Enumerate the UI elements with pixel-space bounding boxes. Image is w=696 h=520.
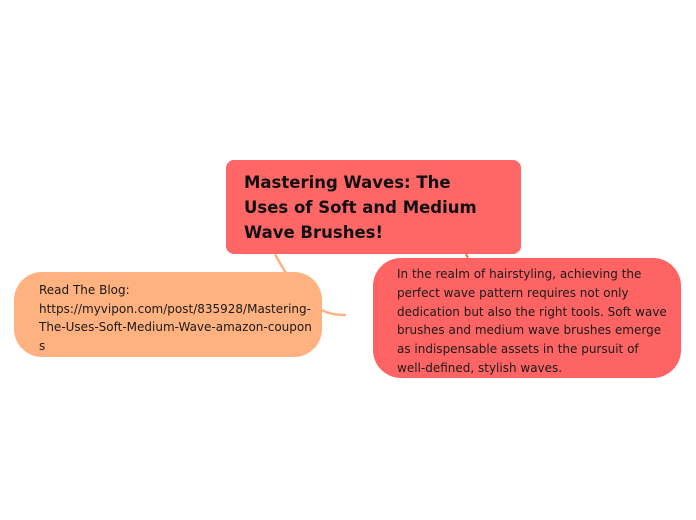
description-node[interactable]: In the realm of hairstyling, achieving t… xyxy=(373,258,681,378)
blog-link-title: Read The Blog: xyxy=(39,283,130,297)
connector-blog-stub xyxy=(321,308,347,317)
description-label: In the realm of hairstyling, achieving t… xyxy=(397,267,667,375)
blog-link-url[interactable]: https://myvipon.com/post/835928/Masterin… xyxy=(39,301,312,353)
central-topic-label: Mastering Waves: The Uses of Soft and Me… xyxy=(244,173,477,242)
connector-central-to-blog xyxy=(273,253,288,274)
central-topic-node[interactable]: Mastering Waves: The Uses of Soft and Me… xyxy=(226,160,521,254)
blog-link-node[interactable]: Read The Blog: https://myvipon.com/post/… xyxy=(14,272,322,357)
